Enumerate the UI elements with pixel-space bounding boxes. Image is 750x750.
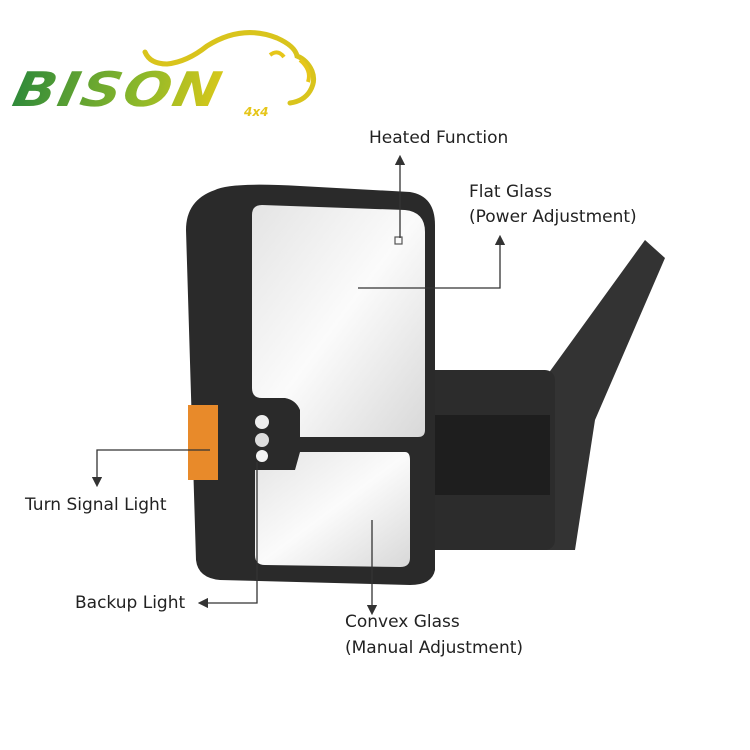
flat-glass xyxy=(252,205,425,437)
label-power-adjustment: (Power Adjustment) xyxy=(469,207,637,227)
bison-head-mark xyxy=(142,30,317,106)
mount-bracket xyxy=(540,240,665,550)
turn-signal-callout-line xyxy=(91,449,210,488)
flat-glass-callout-line xyxy=(358,234,506,289)
label-flat-glass: Flat Glass xyxy=(469,182,553,202)
label-manual-adjustment: (Manual Adjustment) xyxy=(345,638,524,658)
label-turn-signal-light: Turn Signal Light xyxy=(25,495,167,515)
heated-icon xyxy=(394,236,403,245)
turn-signal-lens xyxy=(188,405,218,480)
backup-callout-line xyxy=(197,462,258,609)
backup-light-led xyxy=(255,415,269,429)
logo-subtext: 4x4 xyxy=(244,105,269,119)
label-backup-light: Backup Light xyxy=(75,593,186,613)
label-heated-function: Heated Function xyxy=(369,128,509,148)
convex-glass xyxy=(255,452,410,567)
label-convex-glass: Convex Glass xyxy=(345,612,460,632)
